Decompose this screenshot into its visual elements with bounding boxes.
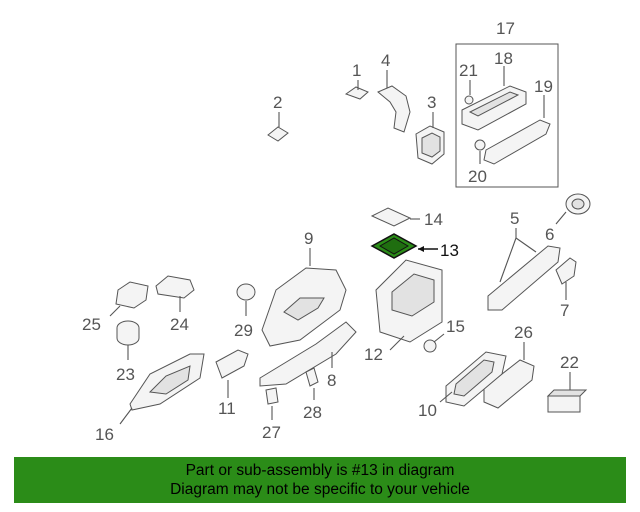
- callout-3: 3: [427, 93, 436, 112]
- callout-24: 24: [170, 315, 189, 334]
- callout-7: 7: [560, 301, 569, 320]
- part-10[interactable]: [439, 351, 507, 407]
- part-21[interactable]: [464, 80, 474, 105]
- part-14[interactable]: [370, 207, 420, 227]
- banner-line-2: Diagram may not be specific to your vehi…: [170, 481, 470, 498]
- part-23[interactable]: [116, 320, 140, 360]
- callout-6: 6: [545, 225, 554, 244]
- callout-26: 26: [514, 323, 533, 342]
- callout-9: 9: [304, 229, 313, 248]
- part-info-banner: Part or sub-assembly is #13 in diagram D…: [14, 457, 626, 503]
- callout-20: 20: [468, 167, 487, 186]
- part-15[interactable]: [423, 333, 445, 353]
- callout-2: 2: [273, 93, 282, 112]
- callout-11: 11: [218, 399, 236, 418]
- part-28[interactable]: [305, 367, 319, 400]
- part-13[interactable]: [370, 233, 438, 259]
- callout-18: 18: [494, 49, 513, 68]
- callout-4: 4: [381, 51, 390, 70]
- part-4[interactable]: [377, 70, 411, 133]
- callout-13: 13: [440, 241, 459, 260]
- part-7[interactable]: [555, 257, 577, 300]
- banner-line-1: Part or sub-assembly is #13 in diagram: [185, 462, 455, 479]
- callout-8: 8: [327, 371, 336, 390]
- callout-25: 25: [82, 315, 101, 334]
- callout-28: 28: [303, 403, 322, 422]
- part-27[interactable]: [265, 387, 279, 420]
- part-8[interactable]: [259, 321, 357, 387]
- parts-diagram: 1 2 3 4 5 6 7 8 9 10 11 12 13 14 15 16 1…: [82, 19, 591, 444]
- part-1[interactable]: [344, 80, 369, 100]
- callout-1: 1: [352, 61, 361, 80]
- part-16[interactable]: [119, 353, 205, 425]
- callout-16: 16: [95, 425, 114, 444]
- part-25[interactable]: [109, 281, 149, 317]
- part-24[interactable]: [155, 275, 195, 312]
- callout-14: 14: [424, 210, 443, 229]
- part-5[interactable]: [487, 228, 561, 311]
- callout-23: 23: [116, 365, 135, 384]
- callout-29: 29: [234, 321, 253, 340]
- callout-27: 27: [262, 423, 281, 442]
- part-2[interactable]: [267, 112, 289, 142]
- part-19[interactable]: [483, 95, 551, 165]
- callout-17: 17: [496, 19, 515, 38]
- callout-15: 15: [446, 317, 465, 336]
- group-box-17: [455, 43, 559, 188]
- part-3[interactable]: [415, 112, 445, 165]
- callout-10: 10: [418, 401, 437, 420]
- callout-5: 5: [510, 209, 519, 228]
- part-29[interactable]: [236, 283, 256, 316]
- part-22[interactable]: [546, 372, 588, 413]
- callout-12: 12: [364, 345, 383, 364]
- part-26[interactable]: [483, 342, 535, 409]
- part-18[interactable]: [461, 66, 527, 131]
- callout-21: 21: [459, 61, 478, 80]
- part-11[interactable]: [215, 349, 249, 398]
- part-6[interactable]: [555, 193, 591, 225]
- callout-22: 22: [560, 353, 579, 372]
- part-9[interactable]: [261, 248, 347, 347]
- part-20[interactable]: [474, 139, 486, 164]
- part-12[interactable]: [375, 259, 443, 351]
- callout-19: 19: [534, 77, 553, 96]
